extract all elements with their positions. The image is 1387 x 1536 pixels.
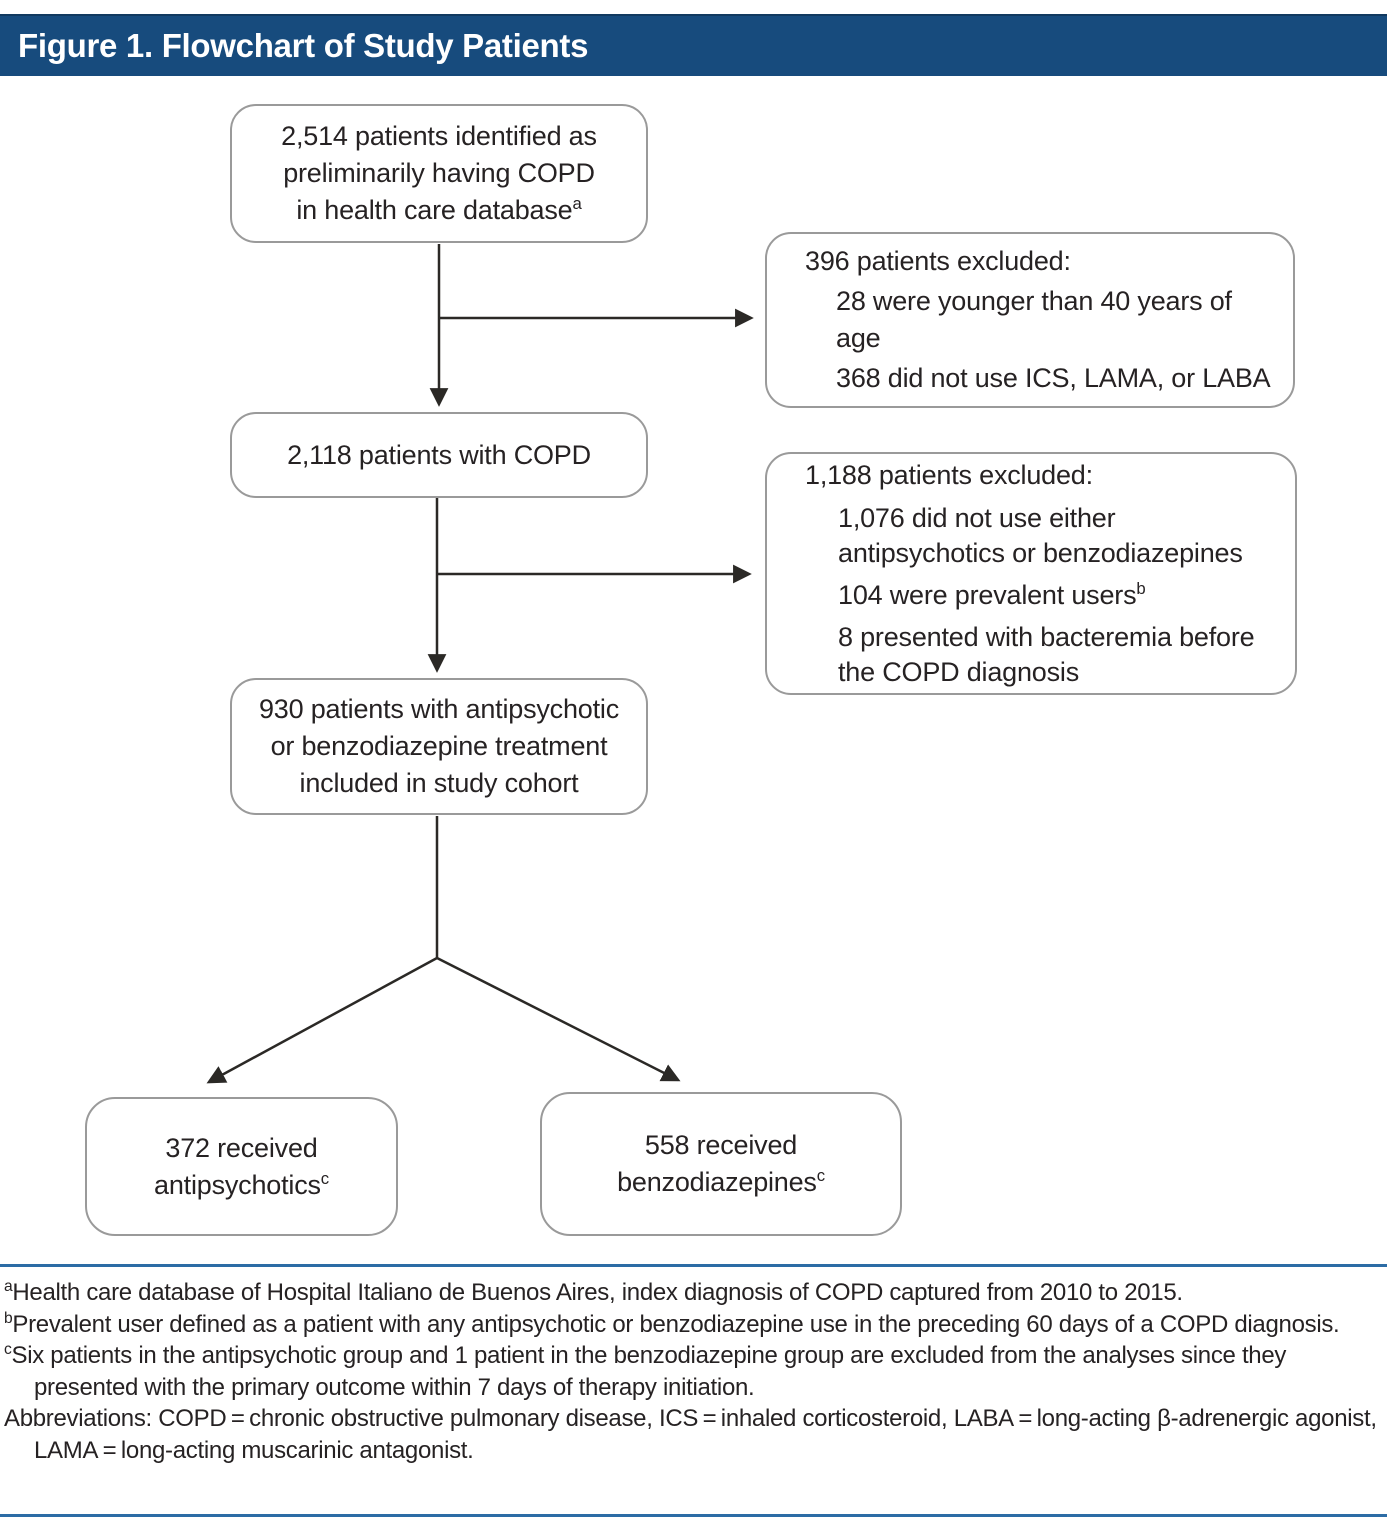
excluded-second-item: 8 presented with bacteremia before the C…	[838, 622, 1255, 687]
box-study-cohort-text: 930 patients with antipsychotic or benzo…	[258, 694, 619, 798]
figure-title-bar: Figure 1. Flowchart of Study Patients	[0, 14, 1387, 76]
figure-title: Figure 1. Flowchart of Study Patients	[18, 27, 589, 64]
box-received-benzodiazepines-text: 558 received benzodiazepinesc	[617, 1130, 825, 1197]
footnote-abbreviations: Abbreviations: COPD = chronic obstructiv…	[4, 1405, 1377, 1464]
box-patients-copd: 2,118 patients with COPD	[230, 412, 648, 498]
excluded-second-item: 104 were prevalent usersb	[838, 579, 1146, 610]
arrow-fork-to-benzodiazepines	[436, 956, 681, 1082]
box-excluded-first: 396 patients excluded: 28 were younger t…	[765, 232, 1295, 408]
footnote-c: cSix patients in the antipsychotic group…	[4, 1341, 1287, 1401]
box-received-antipsychotics-text: 372 received antipsychoticsc	[154, 1132, 329, 1200]
box-patients-copd-text: 2,118 patients with COPD	[287, 439, 591, 470]
bottom-border-rule	[0, 1514, 1387, 1517]
box-patients-identified: 2,514 patients identified as preliminari…	[230, 104, 648, 243]
box-received-antipsychotics: 372 received antipsychoticsc	[85, 1097, 398, 1236]
box-received-benzodiazepines: 558 received benzodiazepinesc	[540, 1092, 902, 1236]
excluded-first-item: 368 did not use ICS, LAMA, or LABA	[836, 363, 1271, 393]
box-excluded-second: 1,188 patients excluded: 1,076 did not u…	[765, 452, 1297, 695]
excluded-second-item: 1,076 did not use either antipsychotics …	[838, 503, 1243, 568]
excluded-first-item: 28 were younger than 40 years of age	[836, 286, 1232, 353]
footnotes-section: aHealth care database of Hospital Italia…	[4, 1277, 1381, 1466]
footnote-a: aHealth care database of Hospital Italia…	[4, 1278, 1183, 1306]
footnote-b: bPrevalent user defined as a patient wit…	[4, 1309, 1340, 1338]
excluded-second-heading: 1,188 patients excluded:	[805, 460, 1093, 490]
footnote-divider-rule	[0, 1264, 1387, 1267]
box-study-cohort: 930 patients with antipsychotic or benzo…	[230, 678, 648, 815]
box-patients-identified-text: 2,514 patients identified as preliminari…	[281, 121, 597, 225]
excluded-first-heading: 396 patients excluded:	[805, 246, 1071, 276]
arrow-fork-to-antipsychotics	[206, 956, 438, 1084]
